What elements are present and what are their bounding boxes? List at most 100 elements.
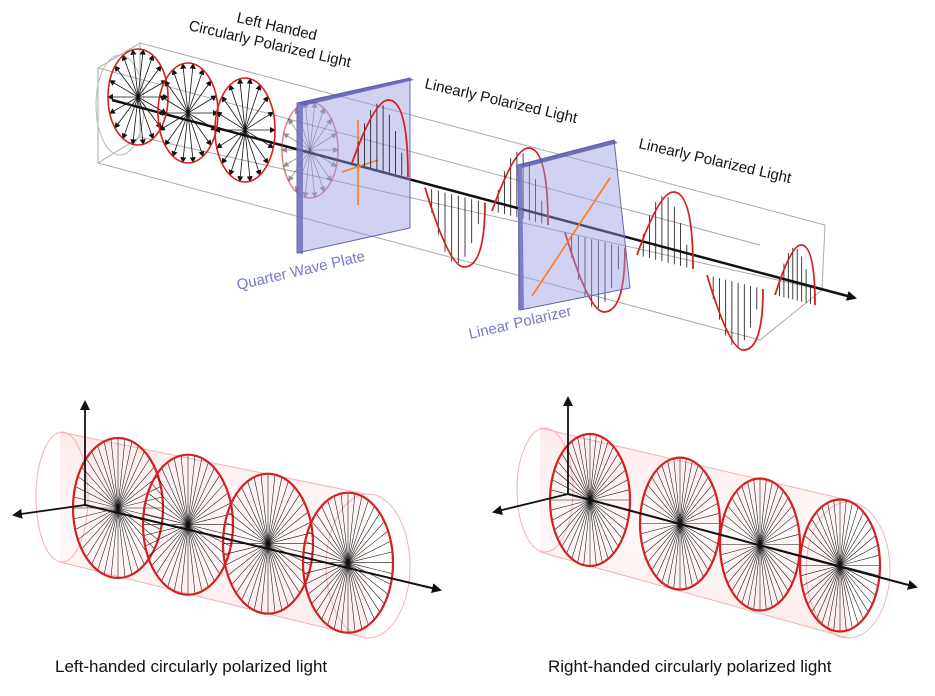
field-vector (97, 507, 119, 571)
field-vector (554, 469, 591, 501)
field-vector (117, 445, 139, 509)
field-vector (237, 77, 246, 131)
field-vector (309, 107, 326, 151)
field-vector (237, 129, 246, 183)
field-vector (679, 476, 709, 524)
field-vector (244, 129, 262, 176)
field-vector (827, 565, 841, 629)
field-vector (187, 467, 215, 525)
field-vector (91, 507, 119, 565)
field-vector (303, 562, 349, 574)
field-vector (103, 441, 119, 509)
field-vector (550, 499, 591, 511)
field-vector (800, 565, 841, 577)
field-vector (839, 544, 879, 566)
field-vector (164, 112, 189, 146)
field-vector (679, 523, 704, 578)
linear-waves (351, 99, 816, 351)
field-vector (309, 149, 318, 199)
field-vector (241, 486, 269, 544)
field-vector (302, 149, 311, 199)
field-vector (137, 80, 168, 98)
field-vector (839, 565, 880, 577)
field-vector (244, 77, 253, 131)
field-vector (816, 511, 841, 566)
field-vector (679, 523, 713, 563)
field-vector (347, 496, 363, 563)
field-vector (309, 149, 338, 167)
field-vector (661, 464, 681, 524)
field-vector (801, 544, 841, 566)
field-vector (147, 524, 189, 557)
top-diagram: Left Handed Circularly Polarized Light L… (95, 9, 857, 351)
field-vector (77, 507, 119, 541)
field-vector (679, 484, 713, 524)
field-vector (187, 524, 209, 588)
field-vector (347, 562, 363, 630)
field-vector (187, 524, 196, 594)
field-vector (561, 499, 591, 547)
field-vector (117, 507, 151, 558)
field-vector (720, 544, 761, 556)
field-vector (839, 565, 859, 625)
field-vector (244, 129, 269, 165)
field-vector (589, 461, 623, 501)
field-vector (583, 434, 591, 501)
field-vector (566, 446, 591, 501)
field-vector (244, 129, 275, 149)
field-vector (551, 499, 591, 521)
label-linearly-polarized-2: Linearly Polarized Light (637, 135, 794, 187)
field-vector (180, 524, 189, 594)
field-vector (759, 544, 793, 584)
field-vector (73, 507, 119, 520)
field-vector (241, 543, 269, 601)
field-vector (244, 95, 269, 131)
field-vector (247, 481, 269, 544)
field-vector (727, 505, 761, 545)
field-vector (114, 96, 139, 129)
field-vector (171, 68, 189, 114)
circular-loop (107, 48, 169, 146)
field-vector (644, 523, 681, 554)
field-vector (839, 518, 869, 566)
field-vector (223, 532, 269, 544)
field-vector (244, 111, 275, 131)
field-vector (589, 499, 629, 521)
field-vector (244, 84, 262, 131)
field-vector (164, 80, 189, 114)
field-vector (721, 523, 761, 545)
field-vector (839, 565, 876, 596)
field-vector (333, 562, 349, 630)
field-vector (75, 486, 119, 509)
field-vector (656, 470, 681, 524)
field-vector (267, 486, 295, 544)
field-vector (724, 544, 761, 575)
field-vector (347, 540, 391, 563)
field-vector (130, 96, 139, 146)
field-vector (721, 544, 761, 566)
field-vector (577, 499, 591, 563)
field-vector (724, 514, 761, 545)
field-vector (679, 523, 709, 571)
field-vector (340, 562, 349, 632)
field-vector (589, 479, 629, 501)
field-vector (679, 523, 699, 583)
helix-loop (221, 472, 315, 615)
field-vector (347, 562, 369, 626)
field-vector (187, 524, 203, 592)
field-vector (811, 518, 841, 566)
field-vector (347, 562, 389, 595)
field-vector (187, 112, 205, 158)
field-vector (223, 543, 269, 555)
field-vector (589, 499, 614, 554)
circular-loop (214, 77, 276, 183)
field-vector (647, 484, 681, 524)
field-vector (309, 133, 338, 151)
field-vector (641, 523, 681, 545)
field-vector (253, 543, 269, 611)
field-vector (759, 544, 779, 604)
field-vector (73, 496, 119, 509)
beam-box (95, 42, 826, 341)
field-vector (816, 565, 841, 620)
field-vector (253, 477, 269, 544)
